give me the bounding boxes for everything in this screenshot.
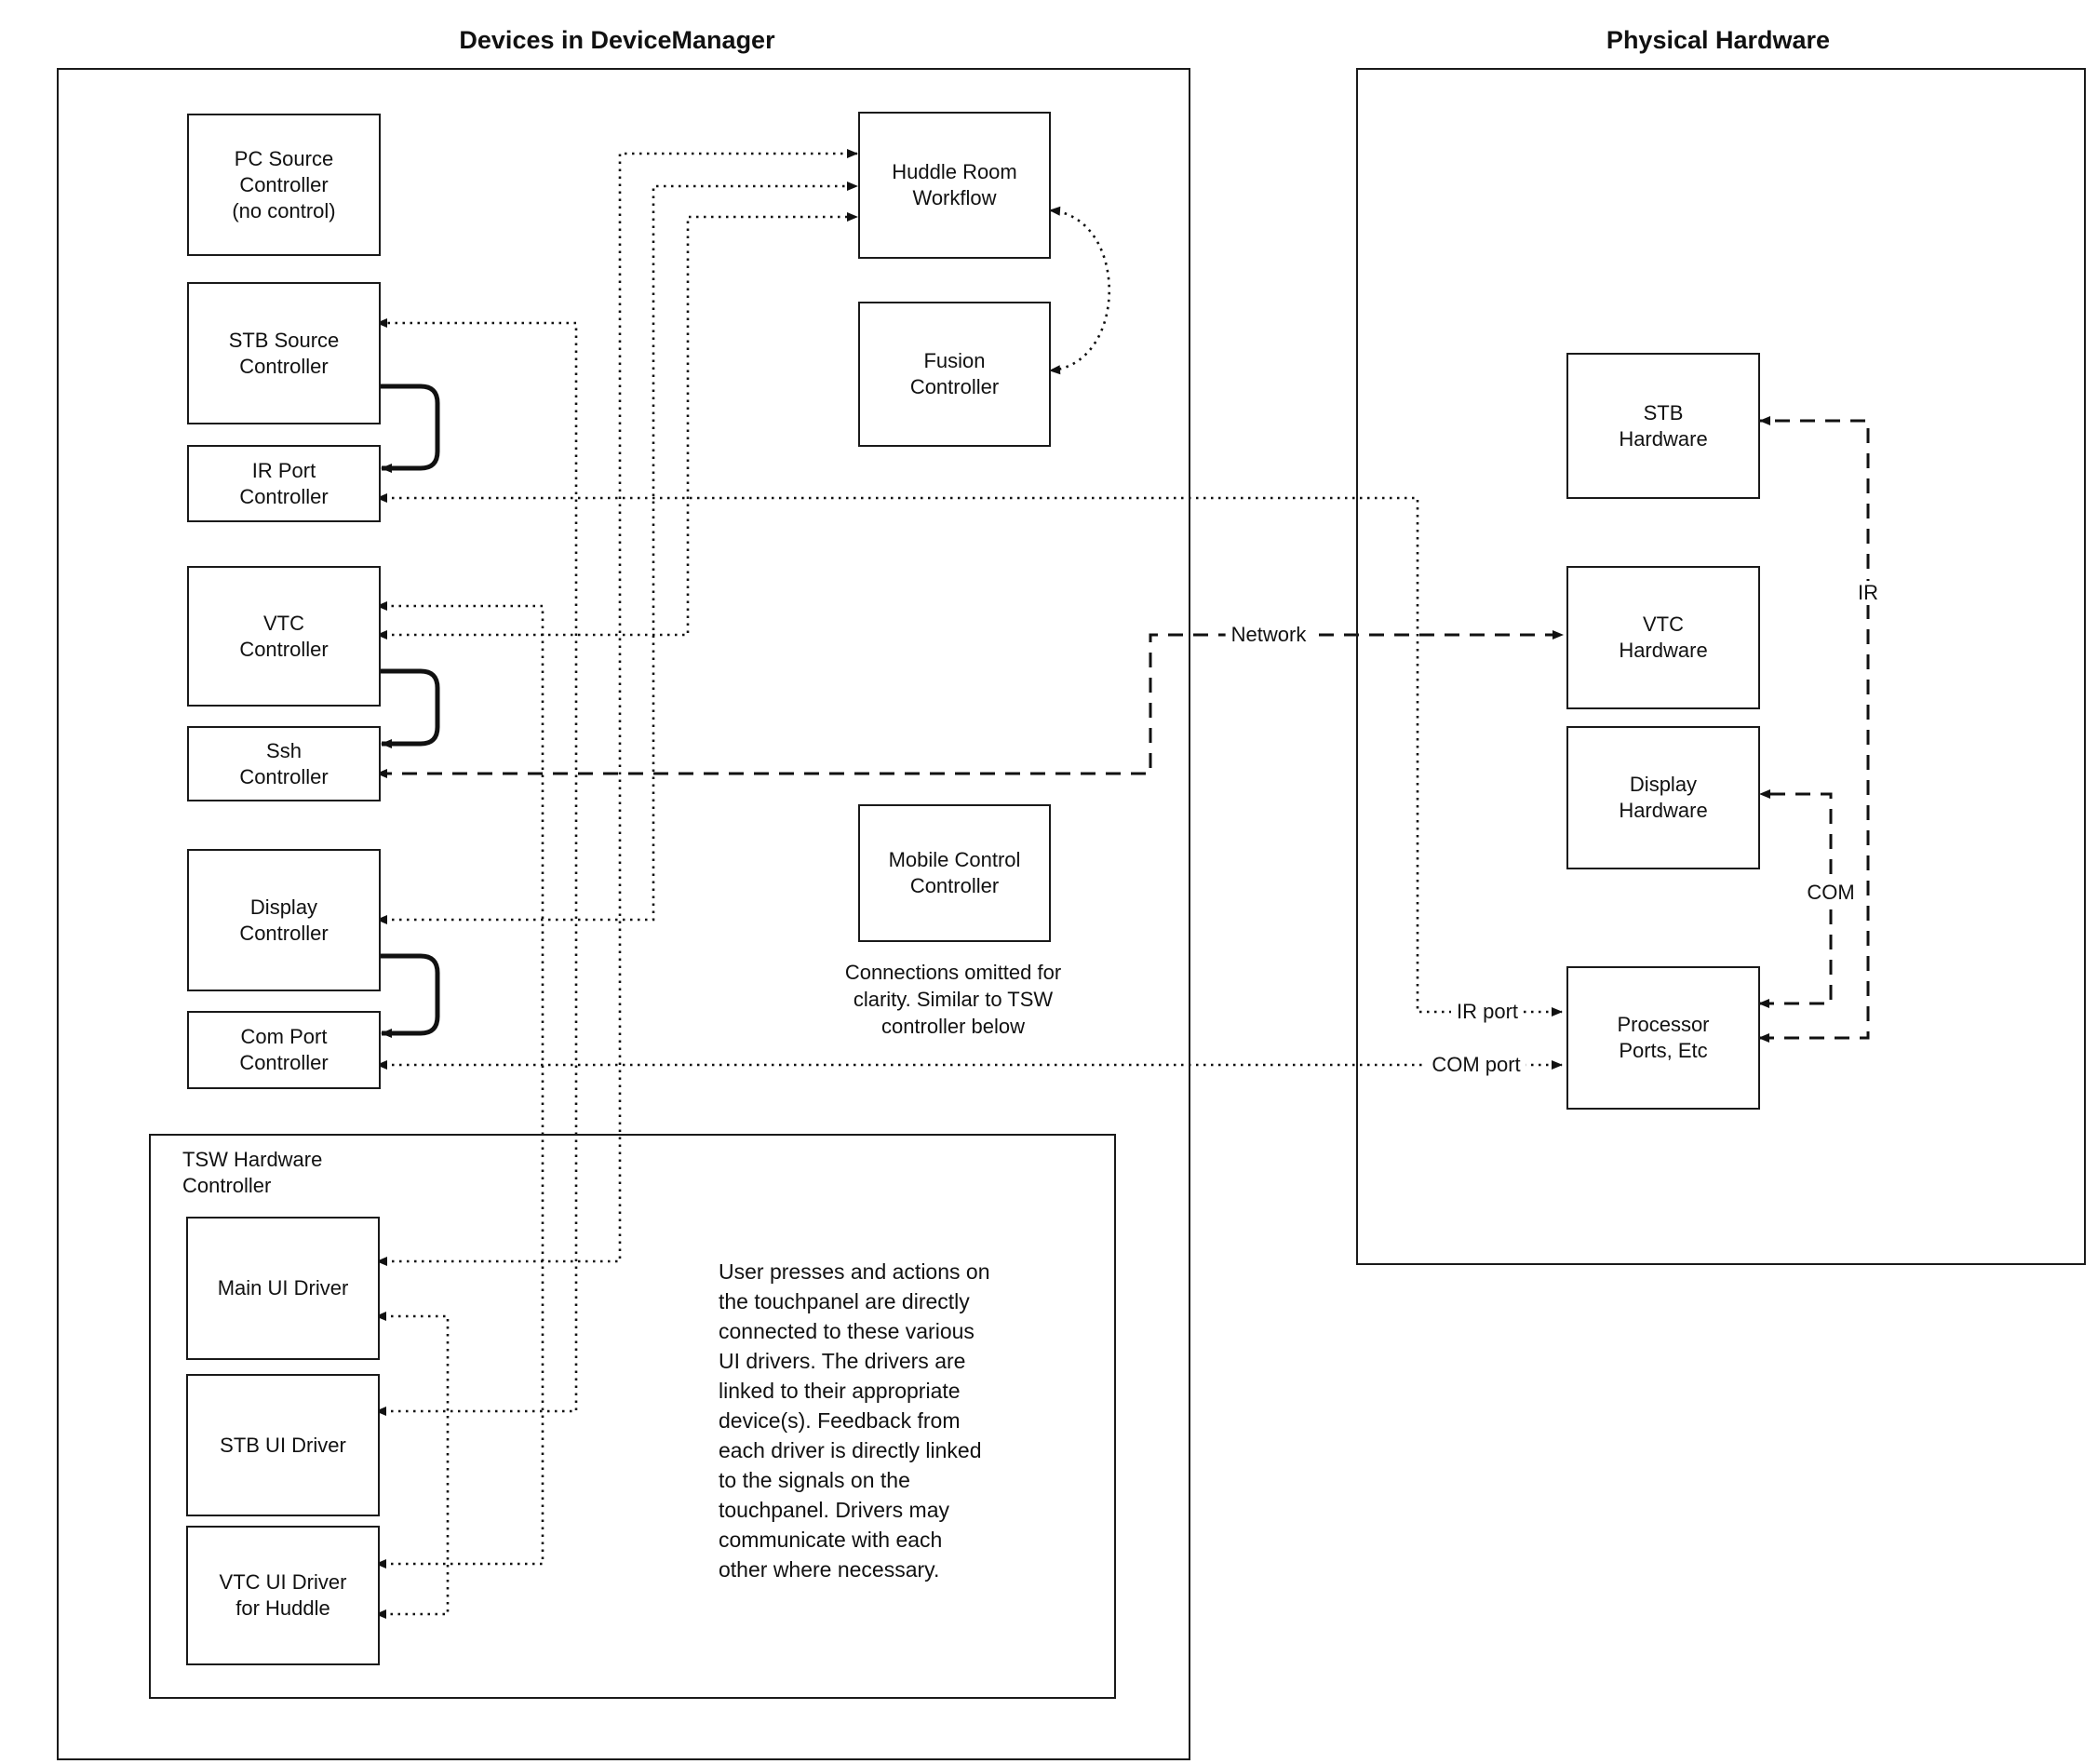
network-edge-label: Network	[1225, 623, 1312, 647]
node-stb-hardware-label: STB Hardware	[1619, 400, 1708, 451]
node-display-controller: Display Controller	[187, 849, 381, 991]
node-display-hardware-label: Display Hardware	[1619, 773, 1708, 822]
node-pc-source-controller: PC Source Controller (no control)	[187, 114, 381, 256]
edge-huddle-display-controller	[376, 182, 858, 924]
node-mobile-control-controller: Mobile Control Controller	[858, 804, 1051, 942]
node-display-controller-label: Display Controller	[239, 895, 329, 945]
node-fusion-controller-label: Fusion Controller	[909, 349, 1000, 398]
node-ssh-controller-label: Ssh Controller	[239, 738, 329, 788]
com-edge-label: COM	[1801, 881, 1861, 905]
node-processor-ports-label: Processor Ports, Etc	[1617, 1013, 1710, 1062]
node-ir-port-controller-label: IR Port Controller	[239, 458, 329, 508]
node-fusion-controller: Fusion Controller	[858, 302, 1051, 447]
edge-stb-source-ir-port	[377, 384, 440, 473]
node-vtc-ui-driver-label: VTC UI Driver for Huddle	[219, 1570, 347, 1620]
node-vtc-controller: VTC Controller	[187, 566, 381, 707]
right-section-title: Physical Hardware	[1606, 26, 1831, 54]
node-stb-ui-driver: STB UI Driver	[186, 1374, 380, 1516]
node-com-port-controller: Com Port Controller	[187, 1011, 381, 1089]
node-stb-source-controller: STB Source Controller	[187, 282, 381, 424]
edge-huddle-vtc-controller	[376, 212, 858, 640]
node-pc-source-controller-label: PC Source Controller (no control)	[232, 146, 336, 222]
physical-hardware-container	[1356, 68, 2086, 1265]
node-stb-ui-driver-label: STB UI Driver	[220, 1433, 346, 1457]
node-processor-ports: Processor Ports, Etc	[1566, 966, 1760, 1110]
node-huddle-room-workflow-label: Huddle Room Workflow	[892, 160, 1017, 209]
node-ir-port-controller: IR Port Controller	[187, 445, 381, 522]
node-vtc-hardware-label: VTC Hardware	[1619, 613, 1708, 662]
edge-display-com-port	[377, 953, 440, 1038]
edge-vtc-ssh	[377, 668, 440, 748]
node-vtc-controller-label: VTC Controller	[239, 611, 329, 661]
device-manager-container	[57, 68, 1190, 1760]
node-stb-source-controller-label: STB Source Controller	[228, 328, 340, 378]
node-vtc-ui-driver: VTC UI Driver for Huddle	[186, 1526, 380, 1665]
edge-processor-stb-hardware-ir	[1758, 416, 1870, 1043]
mobile-control-caption: Connections omitted for clarity. Similar…	[844, 961, 1062, 1038]
node-stb-hardware: STB Hardware	[1566, 353, 1760, 499]
node-main-ui-driver-label: Main UI Driver	[217, 1276, 349, 1299]
node-vtc-hardware: VTC Hardware	[1566, 566, 1760, 709]
ir-edge-label: IR	[1852, 581, 1884, 605]
tsw-driver-note: User presses and actions on the touchpan…	[719, 1259, 990, 1582]
node-mobile-control-controller-label: Mobile Control Controller	[888, 848, 1021, 897]
node-com-port-controller-label: Com Port Controller	[239, 1025, 329, 1074]
node-main-ui-driver: Main UI Driver	[186, 1217, 380, 1360]
node-ssh-controller: Ssh Controller	[187, 726, 381, 801]
node-huddle-room-workflow: Huddle Room Workflow	[858, 112, 1051, 259]
left-section-title: Devices in DeviceManager	[459, 26, 775, 54]
tsw-hardware-controller-group	[149, 1134, 1116, 1699]
ir-port-edge-label: IR port	[1450, 1000, 1525, 1024]
tsw-hardware-controller-label: TSW Hardware Controller	[182, 1148, 323, 1197]
com-port-edge-label: COM port	[1426, 1053, 1526, 1077]
node-display-hardware: Display Hardware	[1566, 726, 1760, 869]
